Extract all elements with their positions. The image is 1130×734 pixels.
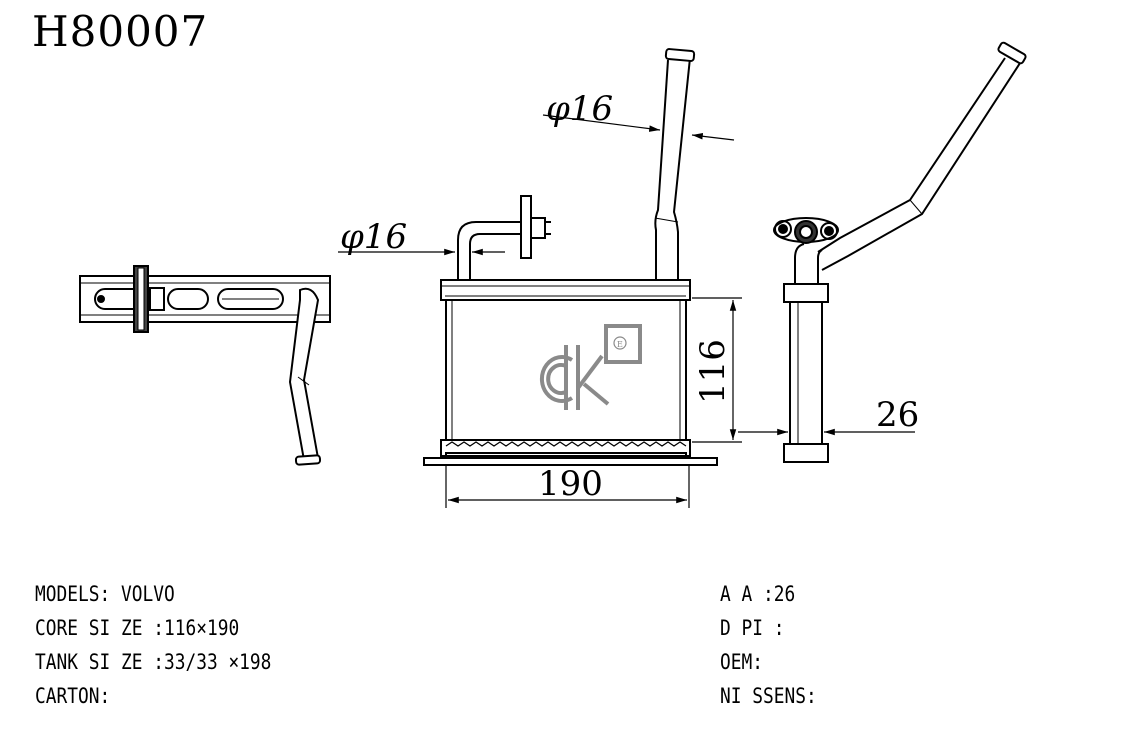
- spec-carton: CARTON:: [35, 684, 111, 708]
- dimensions: [338, 114, 915, 508]
- spec-models: MODELS: VOLVO: [35, 582, 175, 606]
- part-number: H80007: [32, 7, 209, 56]
- spec-core-size: CORE SI ZE :116×190: [35, 616, 240, 640]
- dim-pipe-top: φ16: [546, 89, 613, 129]
- front-view: [423, 48, 718, 466]
- dim-thickness: 26: [876, 395, 919, 435]
- dim-core-width: 190: [538, 464, 603, 504]
- dimension-labels: φ16 φ16 116 190 26: [340, 89, 919, 504]
- spec-dpi: D PI :: [720, 616, 785, 640]
- side-view: [773, 41, 1027, 463]
- spec-oem: OEM:: [720, 650, 763, 674]
- specs-right: A A :26 D PI : OEM: NI SSENS:: [720, 577, 817, 713]
- spec-nissens: NI SSENS:: [720, 684, 817, 708]
- spec-tank-size: TANK SI ZE :33/33 ×198: [35, 650, 272, 674]
- top-view: [79, 265, 331, 466]
- specs-left: MODELS: VOLVO CORE SI ZE :116×190 TANK S…: [35, 577, 271, 713]
- spec-aa: A A :26: [720, 582, 796, 606]
- ck-logo: E: [539, 324, 642, 410]
- logo-mark: E: [617, 340, 623, 349]
- dim-pipe-mid: φ16: [340, 217, 407, 257]
- dim-core-height: 116: [693, 339, 733, 404]
